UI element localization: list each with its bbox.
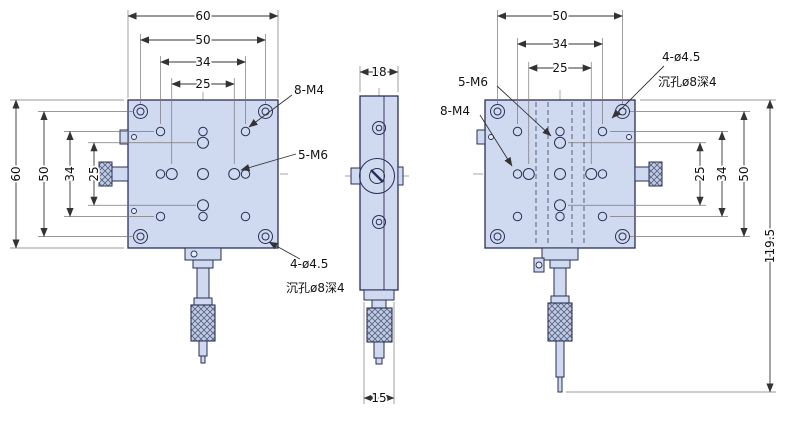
front-dim-34-top: 34: [195, 55, 210, 69]
back-dim-25-top: 25: [552, 61, 567, 75]
back-micrometer-thimble: [547, 302, 573, 342]
front-dim-25-left: 25: [87, 166, 101, 181]
back-dims-top: 50 34 25: [497, 7, 623, 164]
front-m6-holes: [165, 136, 241, 212]
front-view: 60 50 34 25 60 50 34 25 8-M4 5-M6: [7, 7, 346, 364]
front-dim-60-left: 60: [9, 166, 23, 181]
back-dim-50-top: 50: [552, 9, 567, 23]
back-side-knob: [634, 161, 663, 187]
front-dim-25-top: 25: [195, 77, 210, 91]
back-label-5-m6: 5-M6: [458, 75, 488, 89]
front-side-knob: [98, 161, 129, 187]
back-dim-50-right: 50: [737, 166, 751, 181]
back-label-8-m4: 8-M4: [440, 104, 470, 118]
front-label-8-m4: 8-M4: [294, 83, 324, 97]
side-bottom-screw-outer: [372, 215, 386, 229]
side-dim-18: 18: [371, 65, 386, 79]
front-micrometer: [184, 247, 222, 364]
side-top-screw-inner: [375, 124, 383, 132]
front-dim-34-left: 34: [63, 166, 77, 181]
back-dim-34-top: 34: [552, 37, 567, 51]
front-dim-60-top: 60: [195, 9, 210, 23]
back-dim-34-right: 34: [715, 166, 729, 181]
side-dim-15: 15: [371, 391, 386, 405]
back-label-cbore-2: 沉孔ø8深4: [658, 75, 717, 89]
back-m4-holes: [512, 126, 608, 222]
back-label-cbore-1: 4-ø4.5: [662, 50, 700, 64]
back-dims-right: 25 34 50 119.5: [566, 99, 779, 393]
back-hidden-lines: [535, 102, 585, 246]
side-top-screw-outer: [372, 121, 386, 135]
front-dims-left: 60 50 34 25: [7, 99, 196, 249]
front-label-cbore-2: 沉孔ø8深4: [286, 281, 345, 295]
back-edge-screw-right: [626, 134, 632, 140]
front-micrometer-thimble: [190, 304, 216, 342]
front-dim-50-left: 50: [37, 166, 51, 181]
back-plate: [484, 99, 636, 249]
back-left-edge-tab: [476, 129, 486, 145]
front-dims-top: 60 50 34 25: [127, 7, 279, 164]
front-left-edge-tab: [119, 129, 129, 145]
front-m4-holes: [155, 126, 251, 222]
side-knob-slot: [370, 169, 384, 183]
front-labels: 8-M4 5-M6 4-ø4.5 沉孔ø8深4: [240, 82, 346, 297]
back-m6-holes: [522, 136, 598, 212]
back-dim-25-right: 25: [693, 166, 707, 181]
back-counterbore-holes: [490, 104, 630, 244]
front-dim-50-top: 50: [195, 33, 210, 47]
back-dim-overall-height: 119.5: [763, 229, 777, 263]
side-dims: 18 15: [359, 63, 399, 407]
front-label-cbore-1: 4-ø4.5: [290, 257, 328, 271]
side-bottom-screw-inner: [375, 218, 383, 226]
front-edge-screw-bottom: [131, 208, 137, 214]
front-edge-screw-top: [131, 134, 137, 140]
side-micrometer: [363, 289, 395, 365]
front-label-5-m6: 5-M6: [298, 148, 328, 162]
back-view: 50 34 25 25 34 50 119.5 5-M6 8-M4 4-ø: [439, 7, 779, 393]
back-micrometer: [533, 247, 579, 393]
back-labels: 5-M6 8-M4 4-ø4.5 沉孔ø8深4: [439, 49, 718, 167]
side-micrometer-thimble: [366, 307, 393, 343]
side-view: 18 15: [345, 63, 412, 407]
side-adjust-knob: [350, 158, 404, 194]
